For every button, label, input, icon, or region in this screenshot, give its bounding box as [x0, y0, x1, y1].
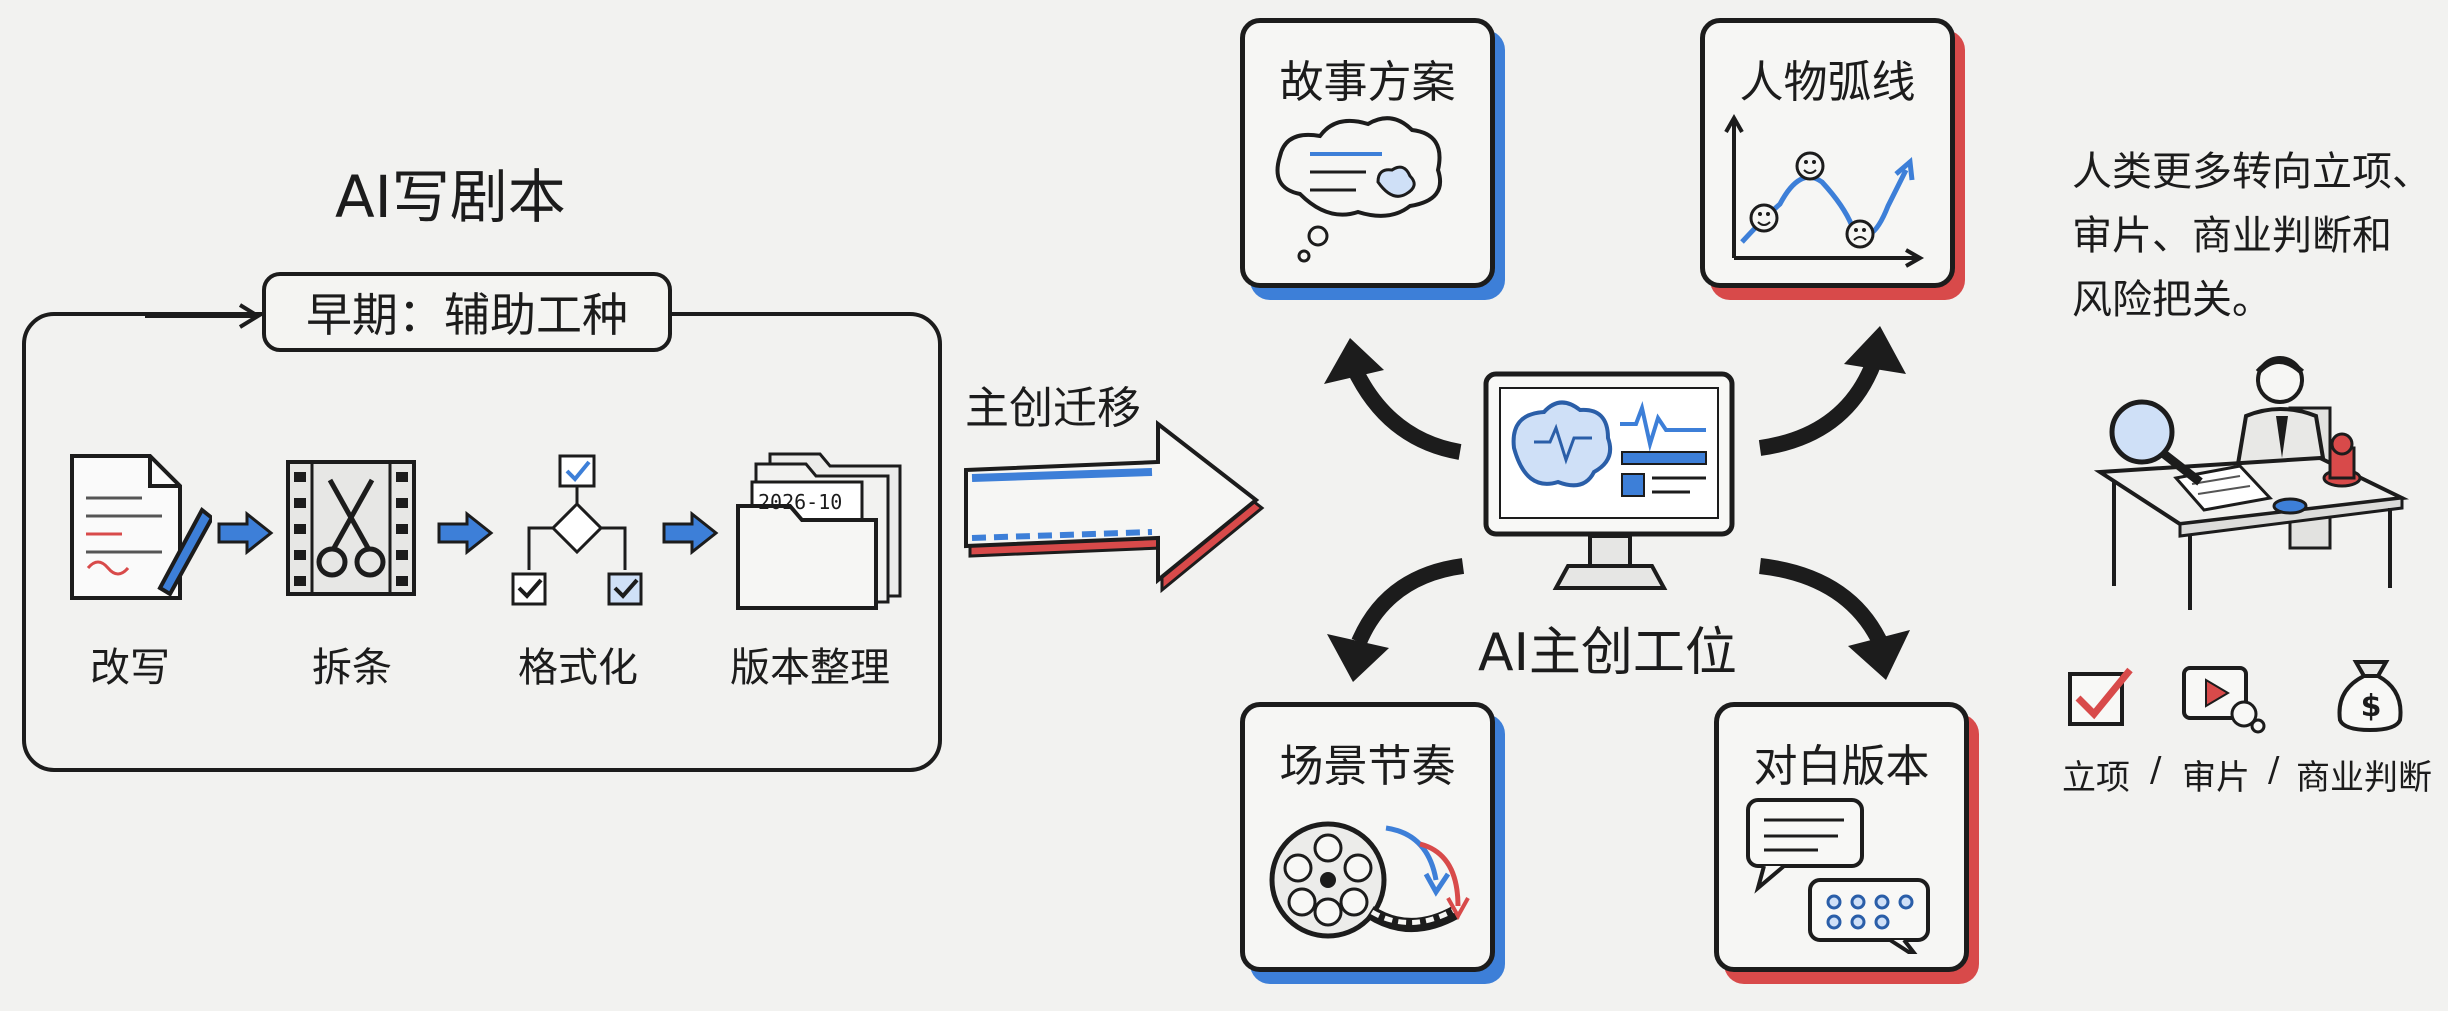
- transition-label: 主创迁移: [965, 383, 1141, 434]
- film-reel-icon: [1269, 821, 1470, 939]
- edited-document-pen-icon: [70, 454, 212, 600]
- checkbox-check-icon: [2068, 667, 2133, 726]
- card-face: [1700, 18, 1955, 288]
- flowchart-checklist-icon: [511, 454, 643, 606]
- main-title: AI写剧本: [335, 163, 566, 231]
- phase-label: 早期：辅助工种: [306, 288, 628, 342]
- responsibility-label: 审片: [2182, 758, 2250, 798]
- curved-arrow-down-right-icon: [1759, 558, 1910, 680]
- card-title: 场景节奏: [1279, 741, 1456, 792]
- card-character-arc: 人物弧线: [1700, 18, 1965, 300]
- reviewer-at-desk-icon: [2093, 356, 2410, 610]
- card-title: 人物弧线: [1739, 57, 1916, 108]
- card-scene-rhythm: 场景节奏: [1240, 702, 1505, 984]
- step-arrow-icon: [662, 510, 719, 556]
- step-label: 版本整理: [730, 645, 890, 691]
- separator: /: [2268, 750, 2280, 790]
- responsibility-label: 商业判断: [2296, 758, 2432, 798]
- step-arrow-icon: [437, 510, 494, 556]
- dated-folders-icon: 2026-10: [730, 446, 910, 616]
- human-role-text: 人类更多转向立项、 审片、商业判断和 风险把关。: [2072, 140, 2432, 332]
- big-right-arrow-icon: [964, 420, 1265, 594]
- video-play-icon: [2182, 666, 2266, 734]
- card-title: 对白版本: [1753, 741, 1930, 792]
- card-story-plan: 故事方案: [1240, 18, 1505, 300]
- human-text-line: 人类更多转向立项、: [2072, 149, 2432, 195]
- human-text-line: 风险把关。: [2072, 277, 2272, 323]
- curved-arrow-up-left-icon: [1324, 338, 1462, 460]
- responsibility-label: 立项: [2062, 758, 2130, 798]
- svg-text:$: $: [2361, 689, 2382, 724]
- dialogue-bubbles-icon: [1746, 798, 1930, 954]
- step-arrow-icon: [217, 510, 274, 556]
- human-text-line: 审片、商业判断和: [2072, 213, 2392, 259]
- ai-station-label: AI主创工位: [1478, 623, 1737, 683]
- character-arc-graph-icon: [1724, 113, 1925, 268]
- phase-badge: 早期：辅助工种: [262, 272, 672, 352]
- step-label: 改写: [90, 645, 170, 691]
- film-scissors-icon: [286, 460, 416, 596]
- card-dialogue-versions: 对白版本: [1714, 702, 1979, 984]
- thought-cloud-icon: [1275, 116, 1442, 263]
- step-label: 拆条: [312, 645, 392, 691]
- money-bag-icon: $: [2337, 660, 2403, 732]
- panel-entry-arrow-icon: [145, 303, 262, 329]
- card-title: 故事方案: [1279, 57, 1456, 108]
- curved-arrow-up-right-icon: [1758, 326, 1906, 456]
- monitor-brain-icon: [1483, 371, 1735, 590]
- folder-date-tag: 2026-10: [758, 490, 843, 514]
- curved-arrow-down-left-icon: [1327, 558, 1465, 682]
- separator: /: [2150, 750, 2162, 790]
- step-label: 格式化: [518, 645, 638, 691]
